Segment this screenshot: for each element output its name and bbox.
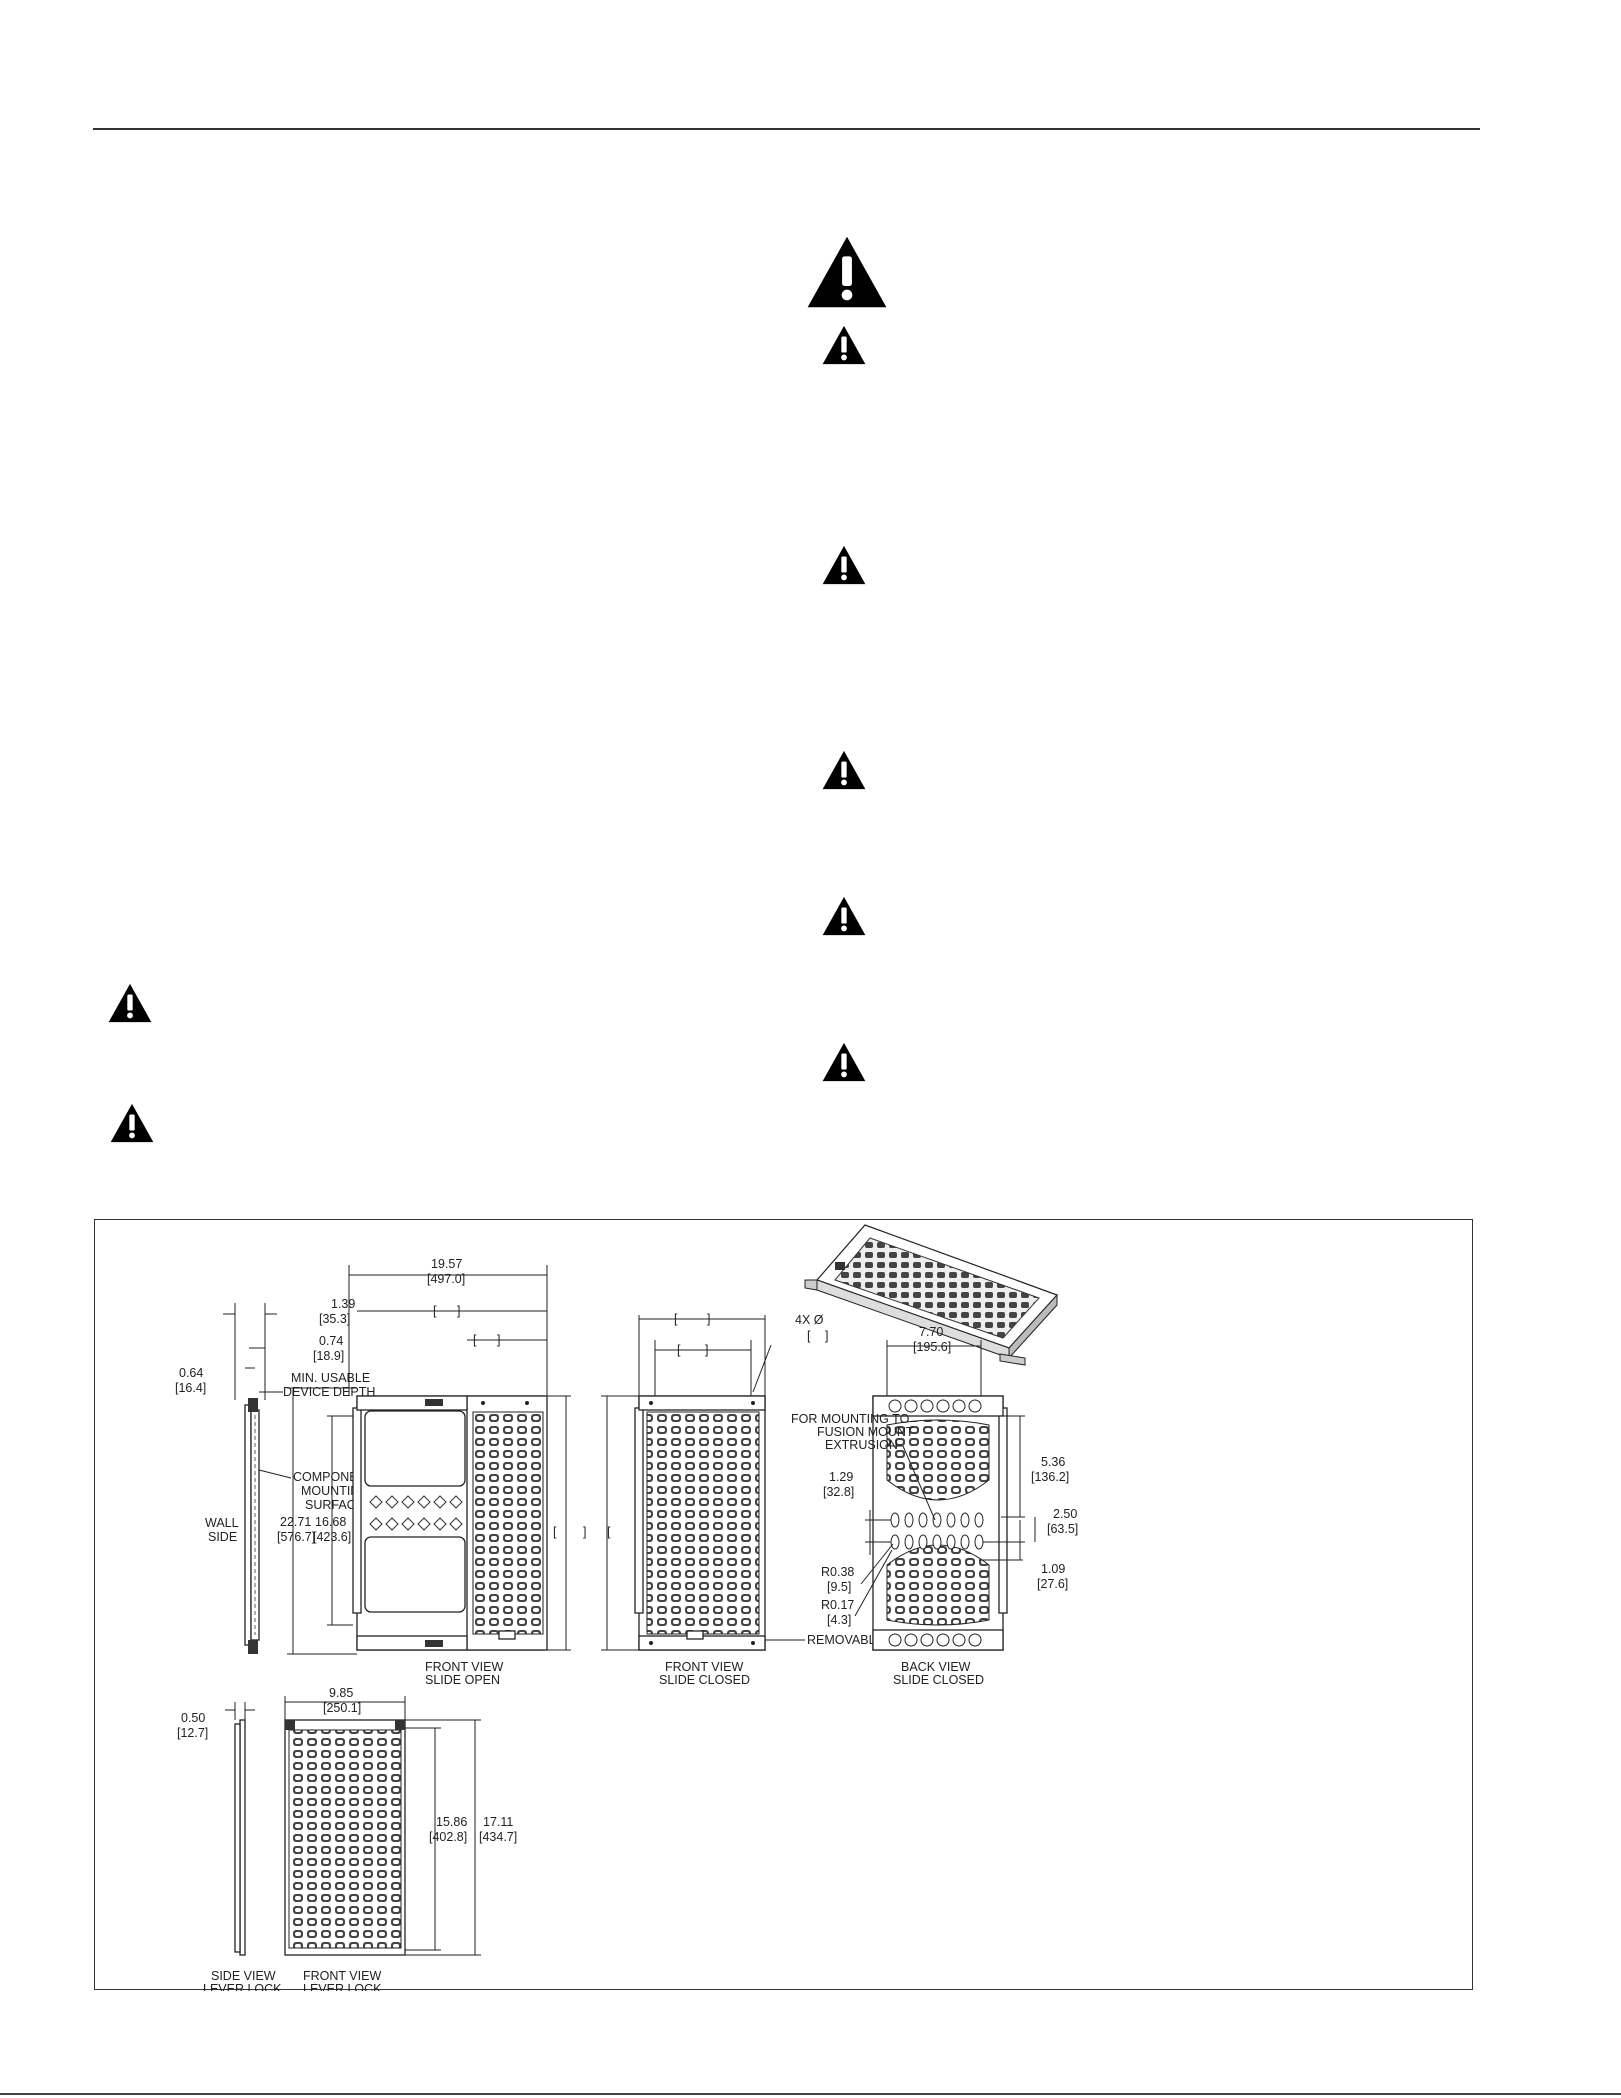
header-rule (93, 128, 1480, 130)
callout-label: WALL (205, 1516, 239, 1530)
dim-text: 4X Ø (795, 1313, 824, 1327)
dim-text: [35.3] (319, 1312, 350, 1326)
dim-text: 19.57 (431, 1257, 462, 1271)
svg-text:]: ] (825, 1329, 828, 1343)
view-caption: SIDE VIEW (211, 1969, 276, 1983)
warning-icon (820, 1042, 868, 1082)
dim-text: 22.71 (280, 1515, 311, 1529)
svg-text:[: [ (553, 1525, 557, 1539)
svg-text:[: [ (607, 1525, 611, 1539)
svg-text:[: [ (807, 1329, 811, 1343)
svg-text:]: ] (705, 1343, 708, 1357)
dim-text: 17.11 (483, 1815, 513, 1829)
callout-label: MIN. USABLE (291, 1371, 370, 1385)
dim-text: 1.29 (829, 1470, 853, 1484)
dim-text: [27.6] (1037, 1577, 1068, 1591)
side-view-lever-lock: 0.50 [12.7] SIDE VIEW LEVER LOCK (177, 1702, 282, 1991)
dim-text: 1.09 (1041, 1562, 1065, 1576)
view-caption: SLIDE OPEN (425, 1673, 500, 1687)
view-caption: FRONT VIEW (665, 1660, 743, 1674)
dim-text: 0.74 (319, 1334, 343, 1348)
dim-text: [9.5] (827, 1580, 851, 1594)
dim-text: 16.68 (315, 1515, 346, 1529)
view-caption: SLIDE CLOSED (893, 1673, 984, 1687)
svg-text:[: [ (433, 1304, 437, 1318)
dim-text: 0.50 (181, 1711, 205, 1725)
warning-icon (106, 983, 154, 1023)
side-view-wall: 1.39 [35.3] 0.74 [18.9] 0.64 [16.4] MIN.… (175, 1297, 375, 1654)
warning-icon (820, 896, 868, 936)
dim-text: R0.17 (821, 1598, 854, 1612)
front-view-slide-open: 19.57 [497.0] [] [] 22.71 [576.7] 16.68 … (277, 1257, 638, 1687)
view-caption: LEVER LOCK (203, 1982, 282, 1991)
dim-text: 2.50 (1053, 1507, 1077, 1521)
callout-label: EXTRUSION (825, 1438, 898, 1452)
warning-icon (108, 1103, 156, 1143)
view-caption: LEVER LOCK (303, 1982, 382, 1991)
warning-icon (820, 325, 868, 365)
svg-text:[: [ (473, 1333, 477, 1347)
svg-text:]: ] (497, 1333, 500, 1347)
dim-text: [402.8] (429, 1830, 467, 1844)
svg-text:[: [ (674, 1312, 678, 1326)
svg-text:[: [ (677, 1343, 681, 1357)
dim-text: [250.1] (323, 1701, 361, 1715)
callout-label: FOR MOUNTING TO (791, 1412, 910, 1426)
warning-icon (820, 545, 868, 585)
dim-text: [16.4] (175, 1381, 206, 1395)
dim-text: [434.7] (479, 1830, 517, 1844)
isometric-view: 4X Ø [] (795, 1224, 1059, 1366)
view-caption: FRONT VIEW (425, 1660, 503, 1674)
svg-text:]: ] (457, 1304, 460, 1318)
dim-text: 1.39 (331, 1297, 355, 1311)
dim-text: [4.3] (827, 1613, 851, 1627)
warning-icon (820, 750, 868, 790)
dim-text: 9.85 (329, 1686, 353, 1700)
dim-text: 0.64 (179, 1366, 203, 1380)
warning-icon-large (806, 234, 888, 310)
svg-text:]: ] (583, 1525, 586, 1539)
dim-text: [423.6] (313, 1530, 351, 1544)
dim-text: [576.7] (277, 1530, 315, 1544)
dim-text: [12.7] (177, 1726, 208, 1740)
dim-text: R0.38 (821, 1565, 854, 1579)
dim-text: [136.2] (1031, 1470, 1069, 1484)
callout-label: SURFACE (305, 1498, 364, 1512)
callout-label: SIDE (208, 1530, 237, 1544)
view-caption: FRONT VIEW (303, 1969, 381, 1983)
dim-text: [18.9] (313, 1349, 344, 1363)
dim-text: 7.70 (919, 1325, 943, 1339)
svg-text:]: ] (707, 1312, 710, 1326)
front-view-lever-lock: 9.85 [250.1] 15.86 [402.8] 17.11 [434.7]… (284, 1686, 517, 1991)
dimension-drawing: 1.39 [35.3] 0.74 [18.9] 0.64 [16.4] MIN.… (94, 1219, 1473, 1991)
dim-text: [195.6] (913, 1340, 951, 1354)
dim-text: [497.0] (427, 1272, 465, 1286)
callout-label: FUSION MOUNT (817, 1425, 914, 1439)
dim-text: 5.36 (1041, 1455, 1065, 1469)
dim-text: [32.8] (823, 1485, 854, 1499)
callout-label: MOUNTING (301, 1484, 369, 1498)
dim-text: [63.5] (1047, 1522, 1078, 1536)
dim-text: 15.86 (436, 1815, 467, 1829)
view-caption: BACK VIEW (901, 1660, 971, 1674)
view-caption: SLIDE CLOSED (659, 1673, 750, 1687)
footer-rule (0, 2093, 1621, 2095)
back-view-slide-closed: 7.70 [195.6] FOR MOUNTING TO FUSION MOUN… (791, 1325, 1078, 1687)
